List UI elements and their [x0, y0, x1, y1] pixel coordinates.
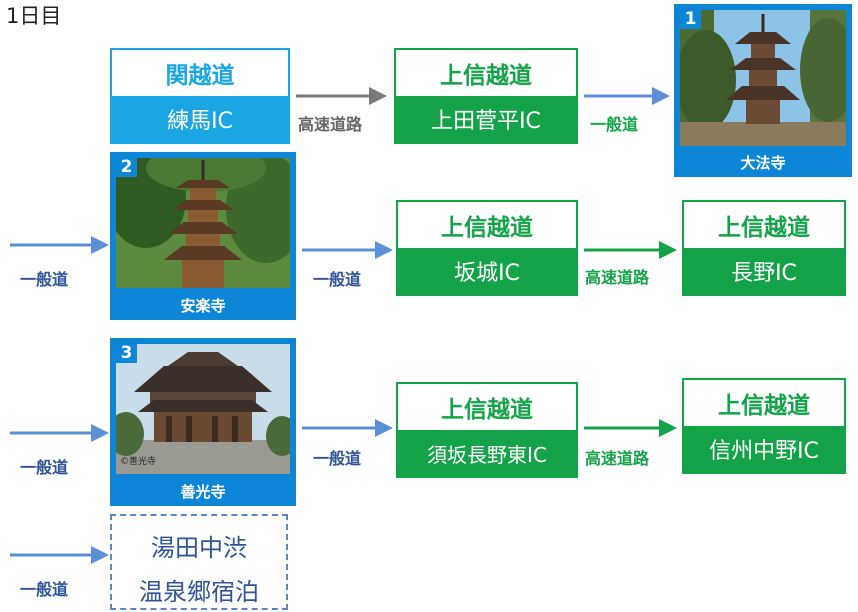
lodging-line-1: 湯田中渋	[151, 534, 247, 562]
route-name: 上信越道	[440, 63, 532, 89]
photo-card-zenkoji: ©善光寺 3 善光寺	[110, 338, 296, 506]
interchange-name: 上田菅平IC	[396, 96, 576, 142]
arrow-label-expressway: 高速道路	[585, 268, 650, 287]
arrow-label-expressway: 高速道路	[298, 115, 363, 134]
interchange-name: 坂城IC	[398, 248, 576, 294]
stop-number-badge: 3	[116, 342, 137, 363]
lodging-line-2: 温泉郷宿泊	[139, 578, 259, 606]
route-name: 上信越道	[718, 393, 810, 419]
stop-name: 善光寺	[180, 482, 226, 501]
route-box-shinshu-nakano: 上信越道 信州中野IC	[682, 378, 846, 474]
stop-number-badge: 2	[116, 156, 137, 177]
arrow-label-general-road: 一般道	[20, 458, 69, 477]
stop-name: 安楽寺	[180, 296, 226, 315]
photo-card-daihoji: 1 大法寺	[674, 4, 852, 177]
route-box-sakaki: 上信越道 坂城IC	[396, 200, 578, 296]
arrow-label-expressway: 高速道路	[585, 449, 650, 468]
photo-anrakuji	[116, 158, 290, 288]
route-box-kanetsu: 関越道 練馬IC	[110, 48, 290, 144]
interchange-name: 須坂長野東IC	[398, 430, 576, 476]
route-name: 上信越道	[441, 397, 533, 423]
route-name: 上信越道	[441, 215, 533, 241]
arrow-label-general-road: 一般道	[313, 449, 362, 468]
interchange-name: 長野IC	[684, 248, 844, 294]
photo-credit: ©善光寺	[120, 457, 157, 467]
route-box-nagano: 上信越道 長野IC	[682, 200, 846, 296]
arrow-label-general-road: 一般道	[20, 270, 69, 289]
arrow-label-general-road: 一般道	[313, 270, 362, 289]
stop-number-badge: 1	[680, 8, 701, 29]
route-name: 関越道	[165, 63, 235, 89]
route-box-suzaka: 上信越道 須坂長野東IC	[396, 382, 578, 478]
photo-card-anrakuji: 2 安楽寺	[110, 152, 296, 320]
day-label: 1日目	[6, 4, 62, 28]
photo-daihoji	[680, 10, 846, 146]
route-box-ueda: 上信越道 上田菅平IC	[394, 48, 578, 144]
route-name: 上信越道	[718, 215, 810, 241]
arrow-label-general-road: 一般道	[20, 580, 69, 599]
interchange-name: 信州中野IC	[684, 426, 844, 472]
stop-name: 大法寺	[740, 153, 786, 172]
lodging-box: 湯田中渋 温泉郷宿泊	[110, 514, 288, 610]
interchange-name: 練馬IC	[112, 96, 288, 142]
arrow-label-general-road: 一般道	[590, 115, 639, 134]
photo-zenkoji: ©善光寺	[116, 344, 290, 474]
